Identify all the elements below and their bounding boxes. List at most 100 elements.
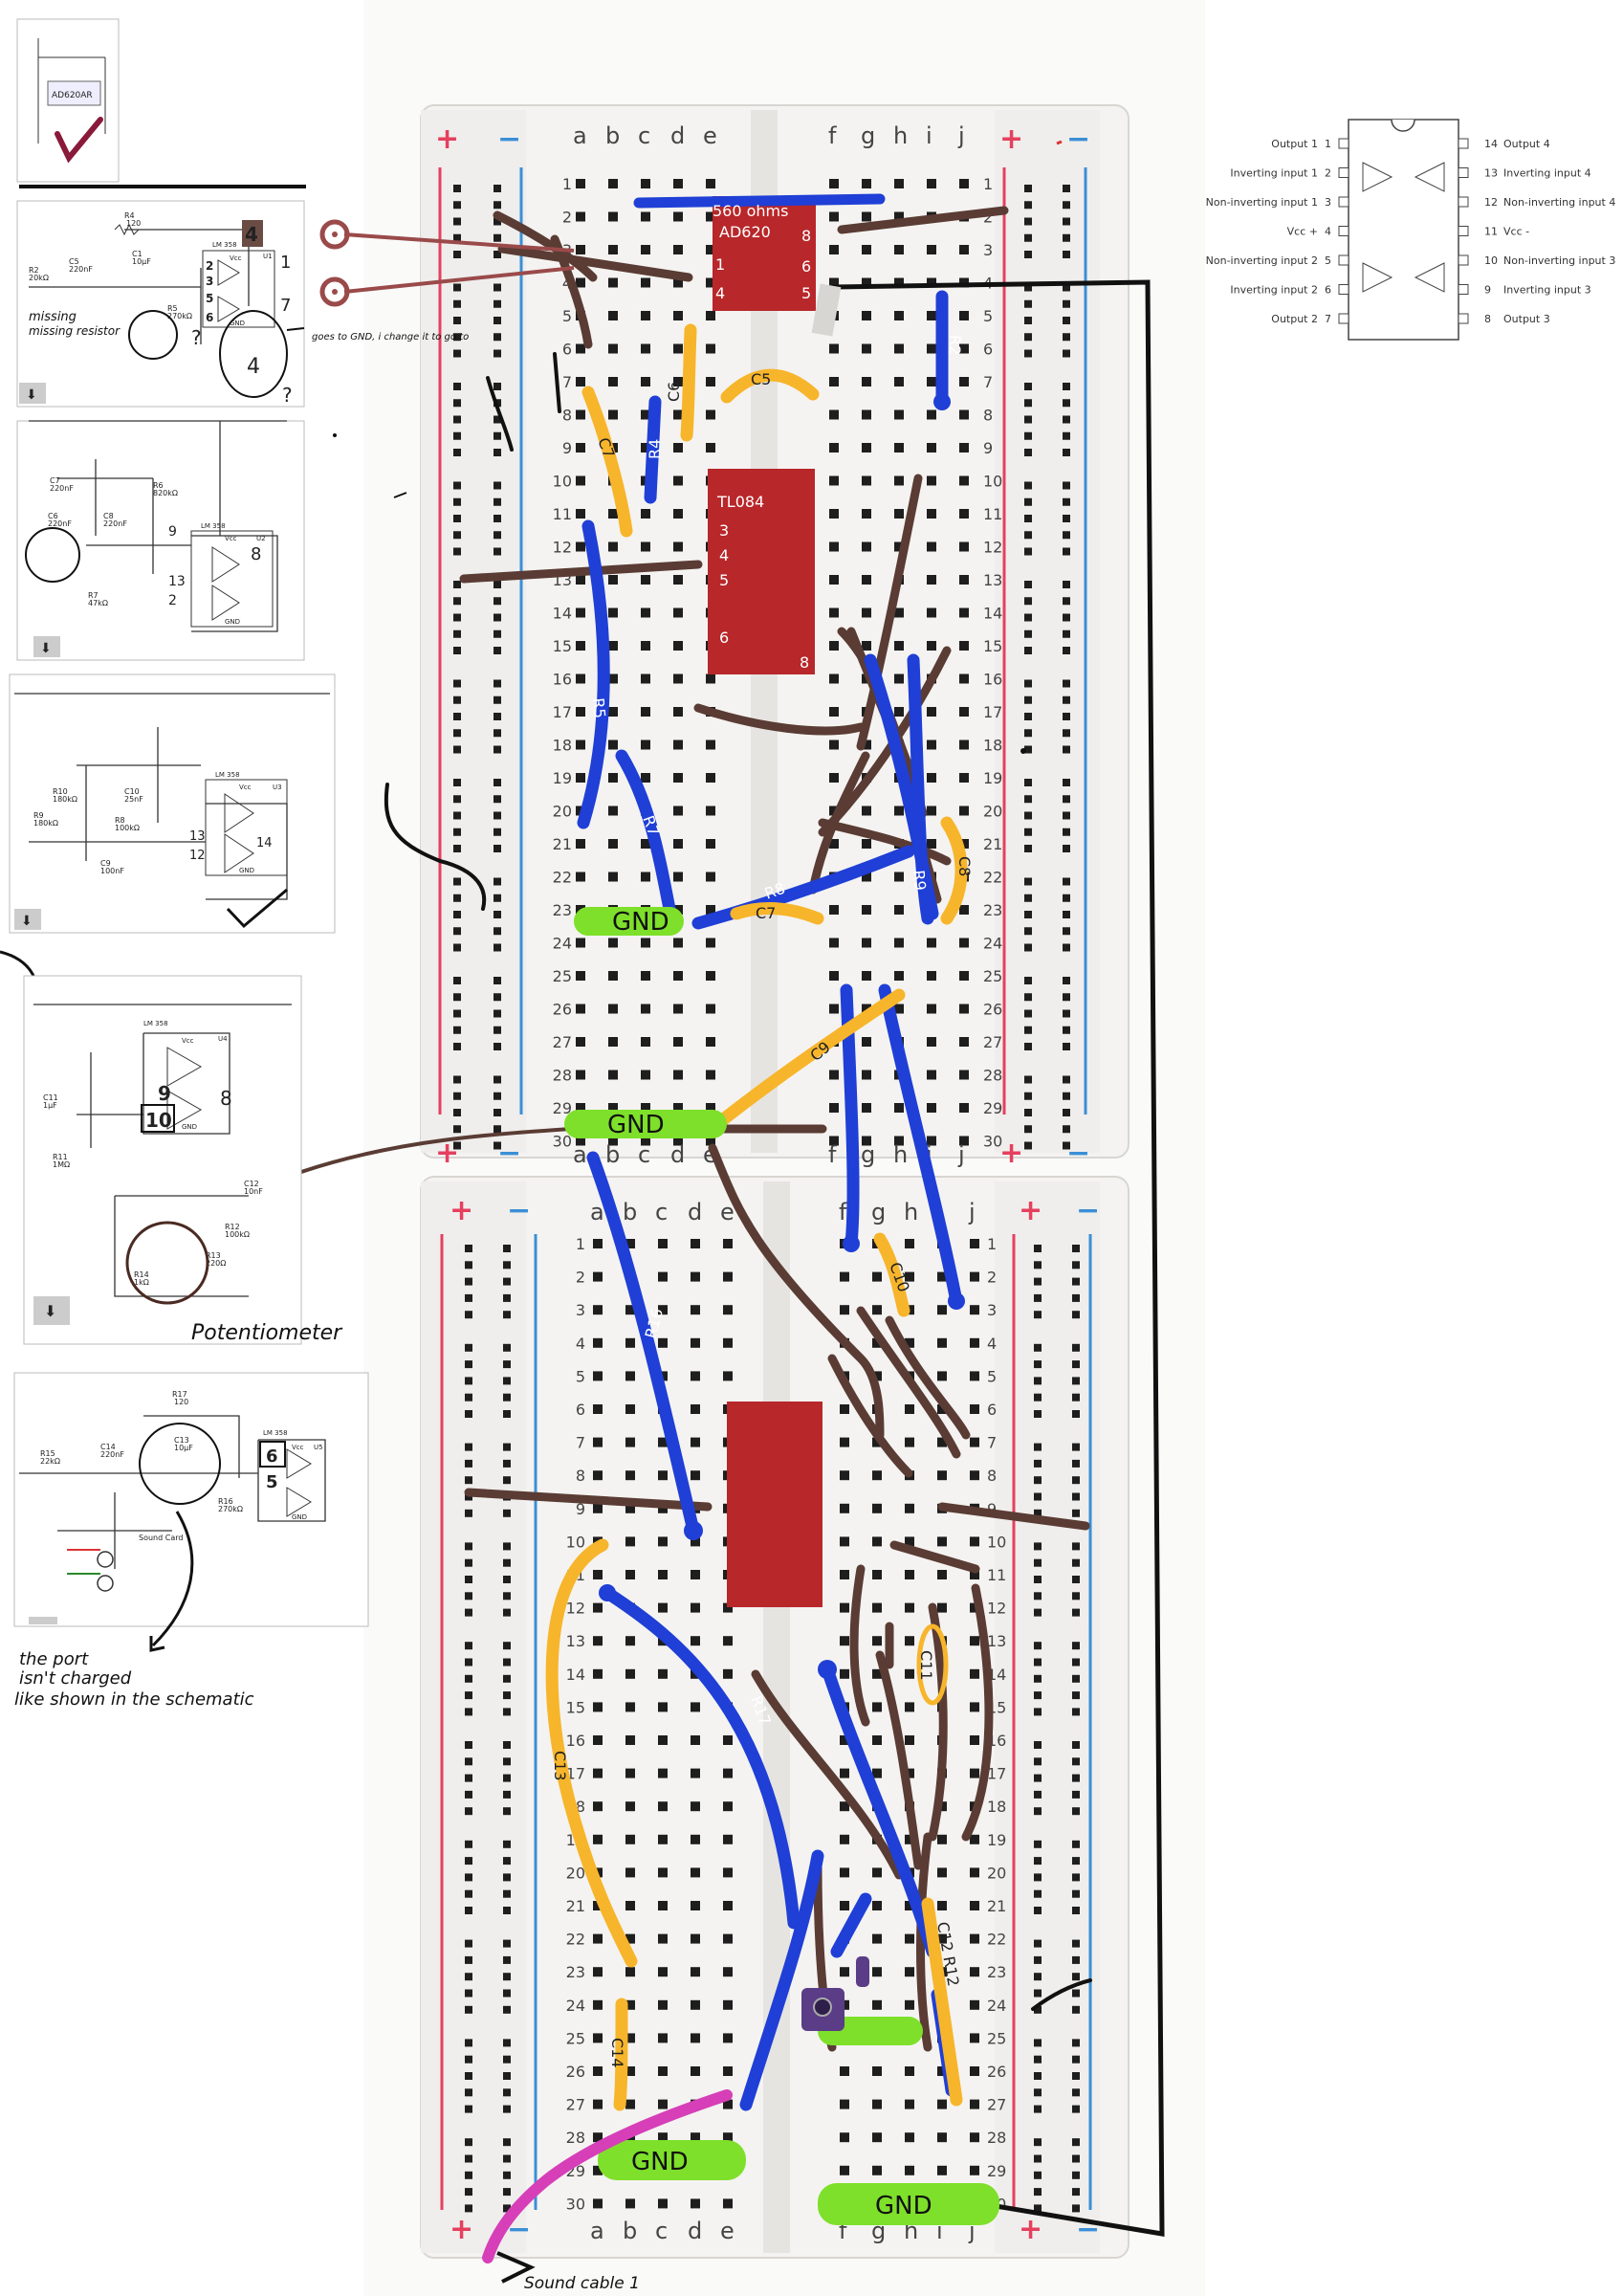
hole bbox=[894, 245, 904, 254]
s5-download-btn[interactable] bbox=[33, 1296, 70, 1325]
rail-hole bbox=[1024, 515, 1032, 522]
hole bbox=[691, 1636, 700, 1646]
hole bbox=[937, 1305, 947, 1315]
s6-download-btn[interactable] bbox=[29, 1617, 57, 1624]
hole bbox=[593, 2066, 603, 2076]
rail-hole bbox=[465, 1360, 472, 1369]
rail-hole bbox=[493, 415, 501, 424]
pinout-left-label: Inverting input 2 bbox=[1230, 284, 1318, 297]
label-r9: R9 bbox=[910, 870, 930, 892]
hole bbox=[723, 2198, 733, 2209]
s3-download-btn[interactable] bbox=[33, 636, 60, 657]
rail-hole bbox=[1024, 1092, 1032, 1100]
rail-hole bbox=[465, 1757, 472, 1766]
rail-hole bbox=[503, 1857, 511, 1866]
rail-hole bbox=[453, 1009, 461, 1018]
hole bbox=[862, 443, 871, 453]
s4-pin-13: 13 bbox=[189, 829, 206, 844]
s5-ic-label: LM 358 bbox=[143, 1020, 168, 1027]
hole bbox=[576, 343, 585, 354]
rail-hole bbox=[503, 2154, 511, 2163]
hole bbox=[829, 905, 839, 915]
s4-r9-value: 180kΩ bbox=[33, 819, 58, 828]
gnd-patch-5 bbox=[818, 2183, 999, 2225]
s4-download-btn[interactable] bbox=[14, 909, 41, 930]
rail-hole bbox=[1072, 1277, 1080, 1286]
rail-hole bbox=[1024, 993, 1032, 1002]
ad620-pin-1: 1 bbox=[715, 255, 725, 274]
column-label: b bbox=[605, 122, 620, 149]
s6-c14-value: 220nF bbox=[100, 1450, 124, 1459]
hole bbox=[937, 1536, 947, 1547]
rail-hole bbox=[1024, 1043, 1032, 1050]
hole bbox=[894, 872, 904, 882]
wire-ext-1 bbox=[343, 232, 575, 253]
hole bbox=[927, 575, 936, 585]
hole bbox=[593, 1834, 603, 1844]
rail-hole bbox=[1024, 547, 1032, 556]
s6-u-label: U5 bbox=[314, 1444, 323, 1451]
rail-hole bbox=[493, 317, 501, 324]
hole bbox=[937, 1271, 947, 1282]
hole bbox=[862, 575, 871, 585]
s2-download-btn[interactable] bbox=[19, 383, 46, 404]
hole bbox=[862, 179, 871, 188]
hole bbox=[840, 1602, 849, 1613]
rail-hole bbox=[465, 1459, 472, 1468]
row-label: 29 bbox=[553, 1099, 572, 1117]
hole bbox=[673, 475, 683, 486]
resistor-r17 bbox=[601, 1586, 801, 1930]
hole bbox=[937, 1437, 947, 1447]
s5-r13-value: 220Ω bbox=[206, 1259, 226, 1268]
hole bbox=[608, 673, 618, 684]
row-label: 20 bbox=[566, 1864, 585, 1882]
rail-hole bbox=[1072, 1293, 1080, 1302]
s2-question-1: ? bbox=[191, 326, 202, 349]
row-label: 29 bbox=[983, 1099, 1002, 1117]
rail-hole bbox=[1063, 299, 1070, 308]
hole bbox=[937, 1337, 947, 1348]
capacitor-c5 bbox=[720, 368, 820, 404]
hole bbox=[706, 311, 715, 320]
hole bbox=[691, 1999, 700, 2010]
hole bbox=[840, 1867, 849, 1878]
rail-hole bbox=[453, 251, 461, 258]
s4-pin-14: 14 bbox=[256, 836, 273, 850]
rail-hole bbox=[1034, 1293, 1042, 1302]
rail-hole bbox=[1024, 333, 1032, 342]
hole bbox=[894, 277, 904, 288]
rail-hole bbox=[465, 2039, 472, 2047]
hole bbox=[959, 377, 969, 386]
s3-r7-label: R7 bbox=[88, 591, 99, 600]
s5-potentiometer-circle bbox=[125, 1221, 209, 1305]
s6-gnd: GND bbox=[292, 1513, 307, 1521]
rail-hole bbox=[1072, 2138, 1080, 2147]
column-label: b bbox=[623, 2218, 637, 2244]
hole bbox=[691, 1570, 700, 1579]
s2-missing-resistor: missing resistor bbox=[29, 324, 121, 338]
pinout-left-number: 1 bbox=[1325, 138, 1331, 150]
hole bbox=[970, 2165, 979, 2175]
rail-hole bbox=[503, 1576, 511, 1583]
pinout-left-number: 4 bbox=[1325, 226, 1331, 238]
hole bbox=[673, 872, 683, 882]
rail-hole bbox=[1063, 647, 1070, 654]
hole bbox=[872, 1503, 882, 1513]
rail-hole bbox=[493, 515, 501, 522]
rail-hole bbox=[1034, 1989, 1042, 1998]
rail-hole bbox=[1063, 845, 1070, 852]
hole bbox=[905, 1536, 914, 1547]
row-label: 26 bbox=[553, 1001, 572, 1019]
rail-signs-top: +−+−+−+− bbox=[435, 122, 1090, 1170]
hole bbox=[829, 541, 839, 552]
s2-r4-value: 120 bbox=[126, 219, 141, 228]
hole bbox=[658, 1735, 668, 1745]
rail-hole bbox=[1024, 1109, 1032, 1116]
hole bbox=[905, 1967, 914, 1977]
rail-hole bbox=[465, 1658, 472, 1667]
row-label: 14 bbox=[566, 1666, 585, 1684]
hole bbox=[576, 1103, 585, 1113]
holes-top bbox=[453, 179, 1070, 1150]
rail-hole bbox=[453, 647, 461, 654]
